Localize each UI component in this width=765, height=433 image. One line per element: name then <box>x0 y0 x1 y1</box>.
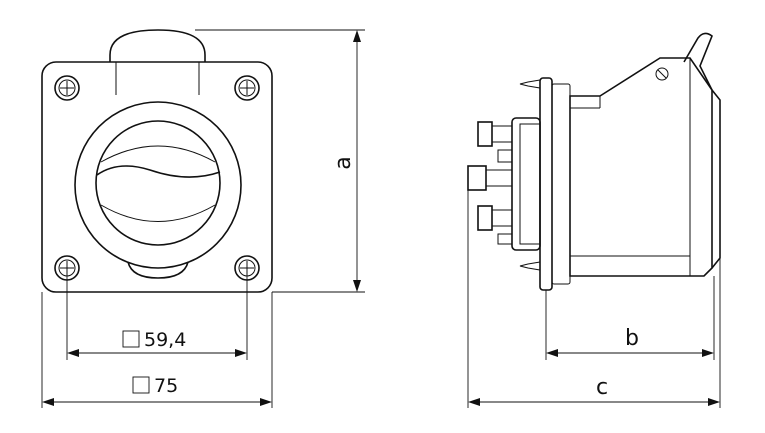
cover-top-edge <box>100 145 216 163</box>
screw-icon <box>234 255 260 281</box>
square-symbol-icon <box>122 330 140 348</box>
screw-icon <box>54 75 80 101</box>
dimension-c-label: c <box>596 375 608 400</box>
dimension-inner-square-label: 59,4 <box>144 329 186 351</box>
socket-outer-ring <box>74 101 242 269</box>
cover-bottom-edge <box>100 204 216 222</box>
dimension-b-label: b <box>625 326 639 351</box>
dimension-a-label: a <box>331 156 356 169</box>
screw-icon <box>234 75 260 101</box>
side-cover-face <box>711 89 721 269</box>
front-view <box>41 29 273 293</box>
front-plate <box>41 61 273 293</box>
side-lid-lever <box>683 32 713 91</box>
dimension-b: b <box>545 276 715 360</box>
square-symbol-icon <box>132 376 150 394</box>
dimension-outer-square-label: 75 <box>154 375 178 397</box>
cover-wave-line <box>96 165 221 178</box>
front-hood <box>109 29 206 62</box>
side-flange <box>539 77 553 291</box>
terminal-bottom <box>477 205 493 231</box>
side-top-pin <box>519 79 541 89</box>
side-housing <box>569 57 713 277</box>
side-terminal-block <box>511 117 541 251</box>
side-view <box>467 32 721 291</box>
hinge-screw-icon <box>655 67 669 81</box>
side-flange-ridge <box>551 83 571 285</box>
terminal-top <box>477 121 493 147</box>
socket-inner-circle <box>95 120 221 246</box>
side-terminal-inner <box>519 123 541 245</box>
dimension-a: a <box>195 29 365 293</box>
socket-bottom-lug <box>127 261 189 279</box>
dimension-c: c <box>467 190 721 408</box>
terminal-middle <box>467 165 487 191</box>
dimension-outer-square: 75 <box>41 292 273 408</box>
dimension-inner-square: 59,4 <box>66 275 248 360</box>
side-bottom-pin <box>519 261 541 271</box>
